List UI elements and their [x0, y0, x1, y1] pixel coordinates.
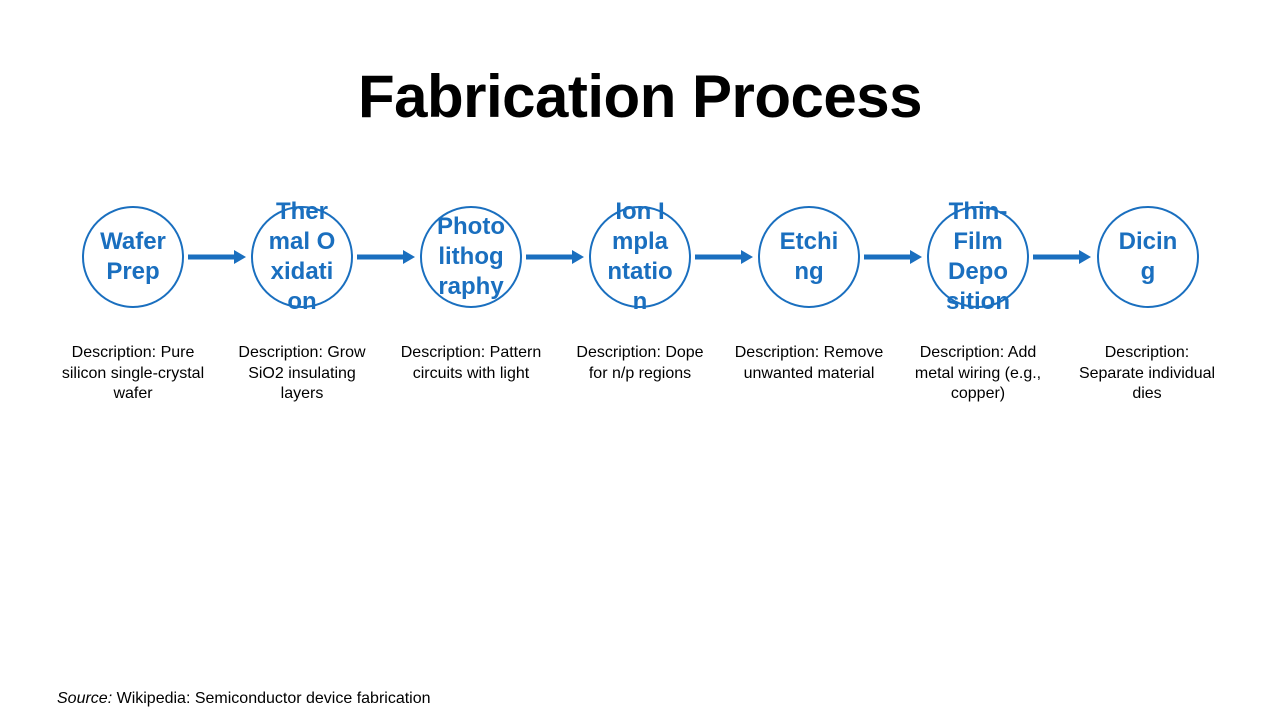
step-dicing: Dicing	[1097, 206, 1199, 308]
arrow-right-icon	[188, 250, 246, 264]
step-ion-implantation: Ion Implantation	[589, 198, 691, 315]
step-label: Thermal Oxidation	[268, 198, 336, 315]
step-label: Thin-Film Deposition	[946, 198, 1010, 315]
step-description: Description: Remove unwanted material	[734, 344, 884, 382]
step-description: Description: Add metal wiring (e.g., cop…	[914, 344, 1042, 402]
step-label: Photolithography	[437, 213, 505, 300]
arrow-right-icon	[695, 250, 753, 264]
step-description: Description: Pattern circuits with light	[400, 344, 542, 382]
step-photolithography: Photolithography	[420, 206, 522, 308]
step-thermal-oxidation: Thermal Oxidation	[251, 198, 353, 315]
step-description: Description: Pure silicon single-crystal…	[61, 344, 205, 402]
step-label: Wafer Prep	[100, 228, 166, 285]
step-label: Dicing	[1118, 228, 1178, 285]
step-label: Etching	[779, 228, 839, 285]
page-title: Fabrication Process	[357, 63, 923, 130]
arrow-right-icon	[1033, 250, 1091, 264]
step-thin-film-deposition: Thin-Film Deposition	[927, 198, 1029, 315]
step-description: Description: Dope for n/p regions	[576, 344, 704, 382]
step-wafer-prep: Wafer Prep	[82, 206, 184, 308]
source-note: Source: Wikipedia: Semiconductor device …	[57, 690, 431, 708]
step-etching: Etching	[758, 206, 860, 308]
step-label: Ion Implantation	[607, 198, 673, 315]
arrow-right-icon	[864, 250, 922, 264]
source-text: Wikipedia: Semiconductor device fabricat…	[116, 690, 431, 707]
step-description: Description: Grow SiO2 insulating layers	[238, 344, 366, 402]
step-description: Description: Separate individual dies	[1078, 344, 1216, 402]
arrow-right-icon	[357, 250, 415, 264]
source-prefix: Source:	[57, 690, 113, 707]
arrow-right-icon	[526, 250, 584, 264]
